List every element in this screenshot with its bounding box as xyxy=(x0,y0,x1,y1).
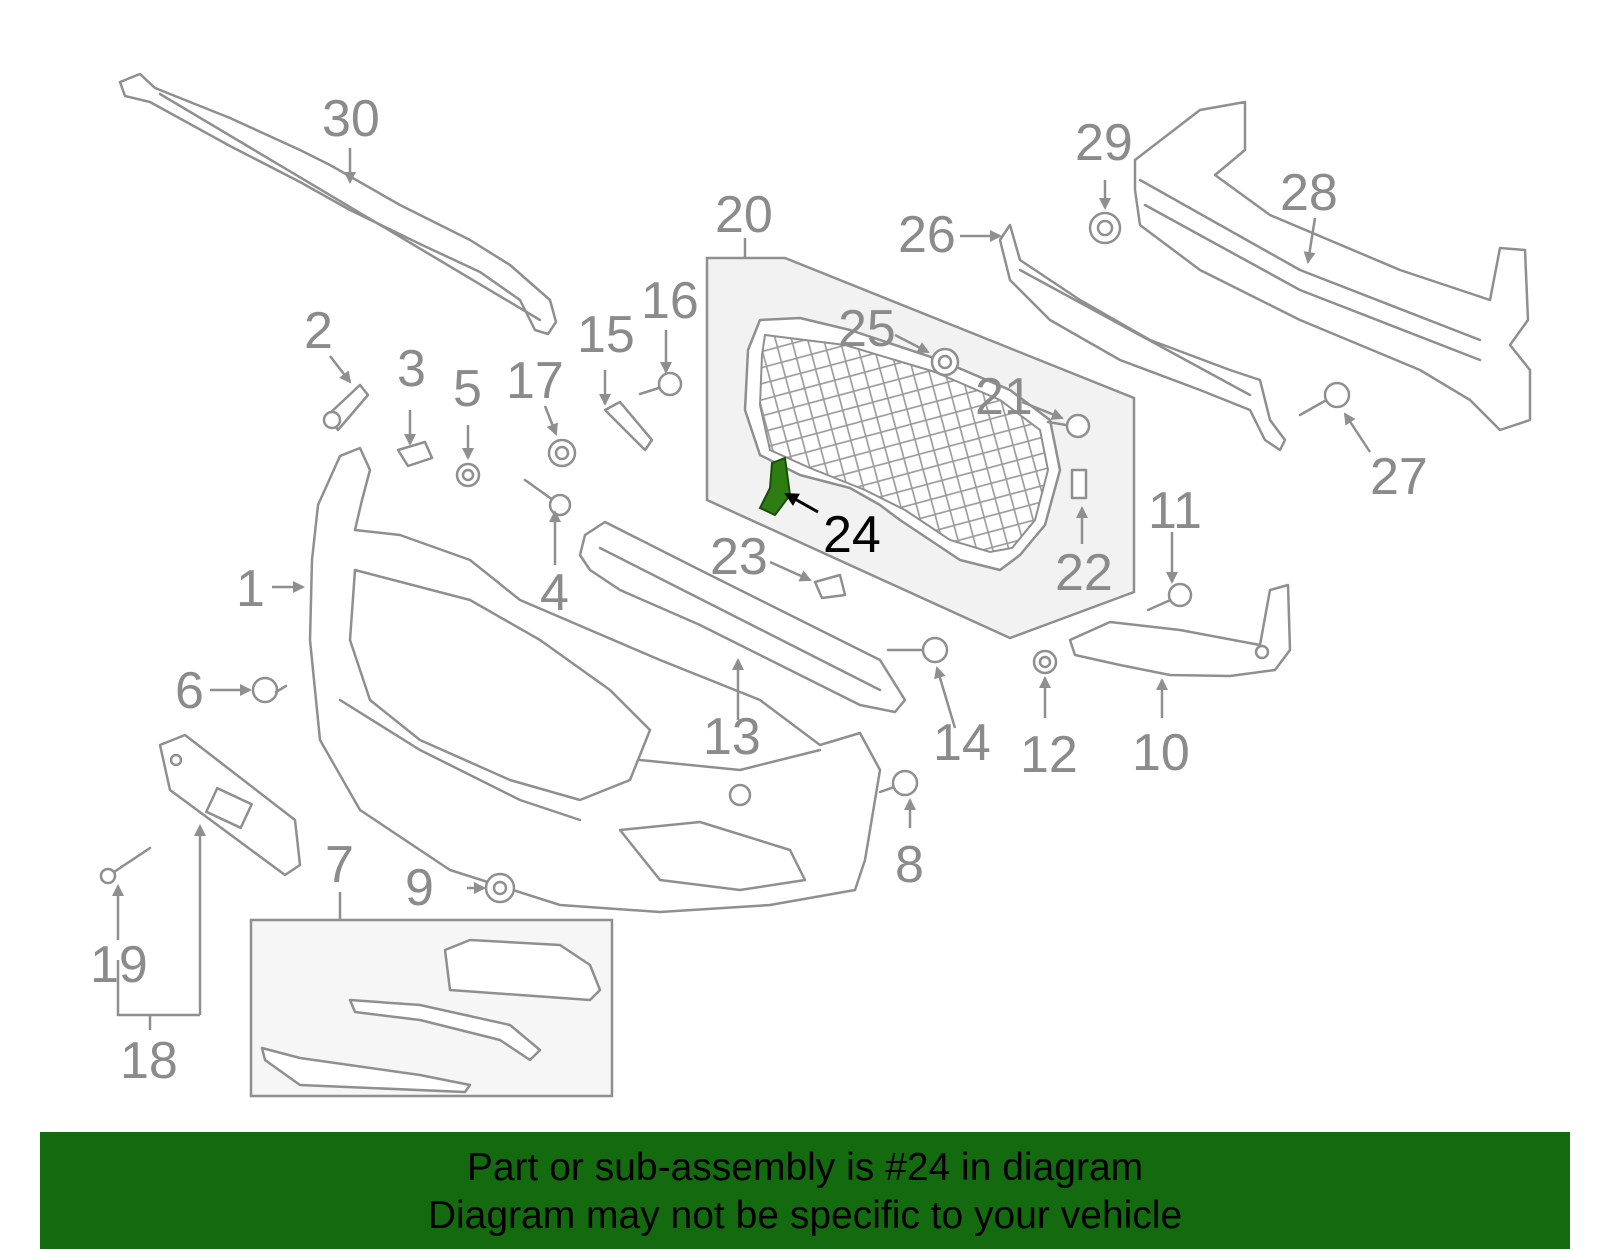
highlighted-part-24 xyxy=(758,456,792,517)
callout-23: 23 xyxy=(710,528,768,586)
pushpin-21 xyxy=(1046,413,1091,439)
bolt-4 xyxy=(523,478,572,517)
nut-29 xyxy=(1088,211,1122,245)
clip-23 xyxy=(813,573,847,600)
nut-9 xyxy=(484,872,516,904)
callout-4: 4 xyxy=(540,564,569,622)
clip-22 xyxy=(1070,468,1088,500)
grommet-5 xyxy=(455,462,481,488)
side-bracket xyxy=(1068,583,1292,678)
callout-21: 21 xyxy=(975,368,1033,426)
pushpin-8 xyxy=(878,769,919,797)
bracket-15 xyxy=(603,400,654,452)
callout-5: 5 xyxy=(453,360,482,418)
callout-28: 28 xyxy=(1280,164,1338,222)
callout-17: 17 xyxy=(506,352,564,410)
grommet-12 xyxy=(1032,649,1058,675)
callout-19: 19 xyxy=(90,936,148,994)
callout-9: 9 xyxy=(405,859,434,917)
bumper-reinforcement xyxy=(1133,100,1532,432)
callout-11: 11 xyxy=(1148,482,1202,540)
energy-absorber-bracket xyxy=(998,223,1287,452)
nut-25 xyxy=(930,347,960,377)
trim-pieces xyxy=(260,938,602,1094)
pushpin-16 xyxy=(638,371,683,397)
info-banner: Part or sub-assembly is #24 in diagram D… xyxy=(40,1132,1570,1249)
callout-8: 8 xyxy=(895,836,924,894)
callout-10: 10 xyxy=(1132,724,1190,782)
lower-grille-support xyxy=(578,520,907,714)
callout-labels: 30 2 3 5 17 15 16 4 1 6 13 14 12 10 11 8… xyxy=(90,90,1428,1090)
screw-14 xyxy=(886,636,949,664)
plug-6 xyxy=(251,676,288,704)
callout-27: 27 xyxy=(1370,448,1428,506)
callout-24: 24 xyxy=(823,506,881,564)
pushpin-27 xyxy=(1298,381,1351,417)
callout-26: 26 xyxy=(898,206,956,264)
upper-seal-strip xyxy=(118,72,558,336)
banner-line-part: Part or sub-assembly is #24 in diagram xyxy=(466,1146,1144,1189)
callout-6: 6 xyxy=(175,662,204,720)
leader-lines xyxy=(112,148,1372,1030)
callout-1: 1 xyxy=(236,560,265,618)
callout-30: 30 xyxy=(322,90,380,148)
clip-3 xyxy=(396,440,434,468)
nut-17 xyxy=(547,438,577,468)
callout-13: 13 xyxy=(703,708,761,766)
license-plate-bracket xyxy=(158,733,302,877)
bumper-cover xyxy=(308,446,882,914)
callout-25: 25 xyxy=(838,300,896,358)
fastener-2 xyxy=(322,383,370,432)
callout-2: 2 xyxy=(304,302,333,360)
callout-18: 18 xyxy=(120,1032,178,1090)
callout-22: 22 xyxy=(1055,544,1113,602)
callout-16: 16 xyxy=(641,272,699,330)
callout-29: 29 xyxy=(1075,114,1133,172)
callout-7: 7 xyxy=(325,836,354,894)
callout-20: 20 xyxy=(715,186,773,244)
bolt-19 xyxy=(99,846,152,885)
callout-15: 15 xyxy=(577,306,635,364)
callout-12: 12 xyxy=(1020,726,1078,784)
pushpin-11 xyxy=(1146,582,1193,612)
callout-14: 14 xyxy=(933,714,991,772)
callout-3: 3 xyxy=(397,340,426,398)
banner-line-disclaimer: Diagram may not be specific to your vehi… xyxy=(427,1194,1183,1237)
